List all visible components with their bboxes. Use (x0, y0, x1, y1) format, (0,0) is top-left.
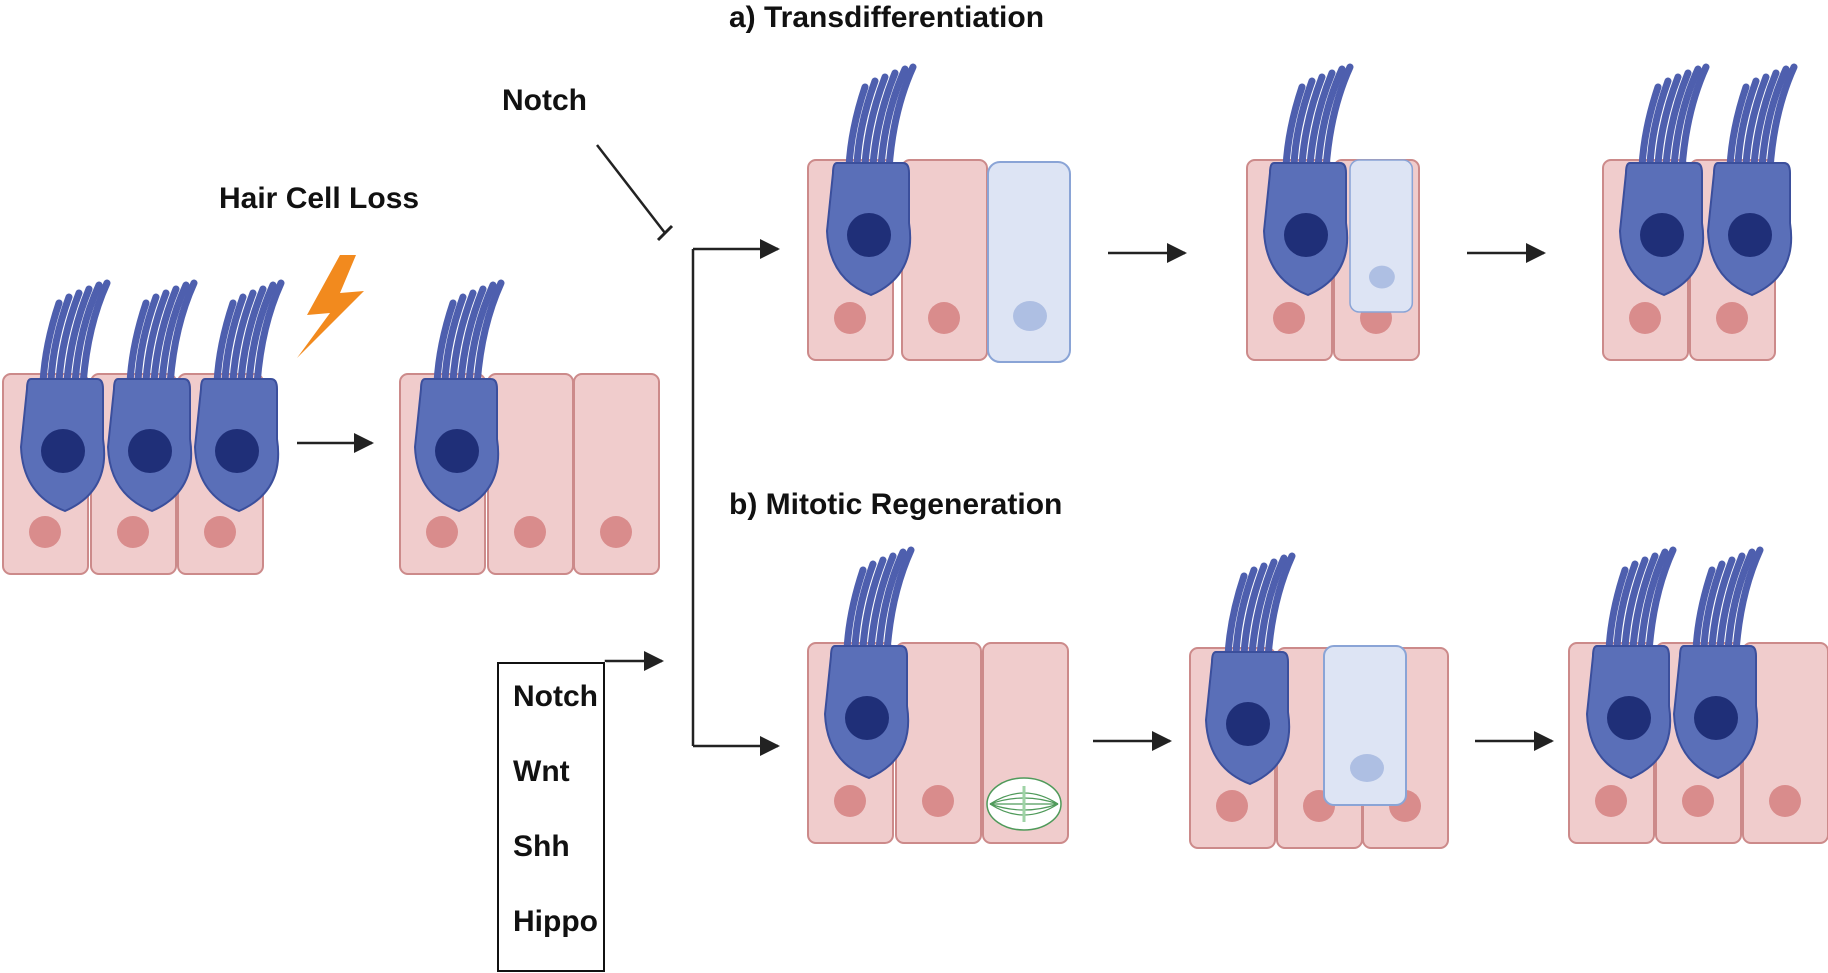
lightning-bolt-icon (297, 255, 364, 358)
pathway-shh: Shh (513, 830, 570, 863)
pathways-arrow (604, 651, 664, 671)
transdiff-stage-3 (1602, 67, 1794, 361)
mitotic-stage-1 (807, 550, 1069, 844)
inhibition-bar (656, 224, 674, 242)
pathway-notch: Notch (513, 680, 598, 713)
transdiff-stage-1 (807, 67, 1071, 363)
mitotic-spindle-icon (986, 777, 1062, 831)
notch-inhibitor-label: Notch (502, 84, 587, 117)
signaling-pathways-box: Notch Wnt Shh Hippo (497, 662, 605, 972)
section-a-title: a) Transdifferentiation (729, 1, 1045, 34)
transdiff-stage-2 (1246, 67, 1420, 361)
mitotic-stage-2 (1189, 556, 1449, 849)
pathway-hippo: Hippo (513, 905, 598, 938)
mitotic-stage-3 (1568, 550, 1828, 844)
initial-tissue (2, 283, 281, 575)
notch-inhibition-line (596, 144, 666, 234)
pathway-wnt: Wnt (513, 755, 570, 788)
damaged-tissue (399, 283, 660, 575)
hair-cell-loss-label: Hair Cell Loss (219, 182, 420, 215)
section-b-title: b) Mitotic Regeneration (729, 488, 1063, 521)
